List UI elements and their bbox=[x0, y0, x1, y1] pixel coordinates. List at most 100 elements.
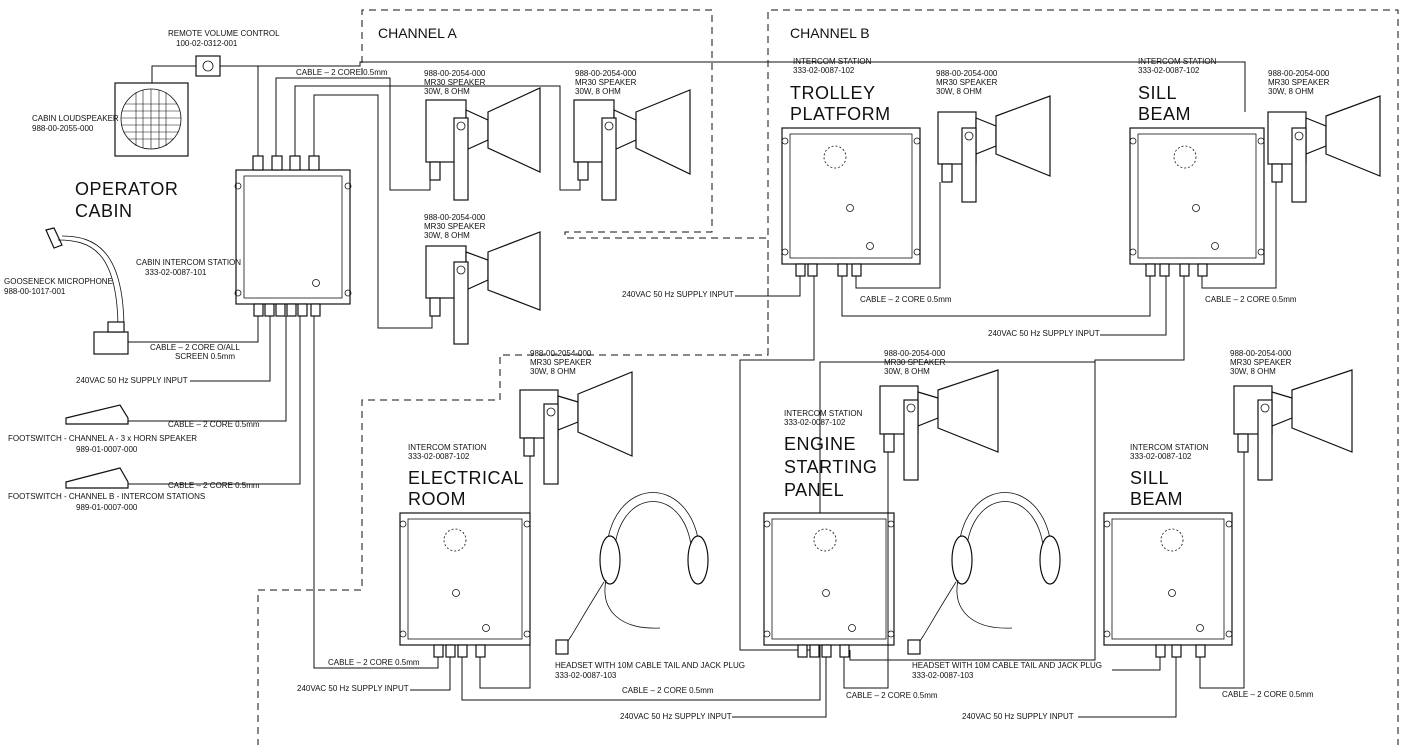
sill-bottom-intercom-station bbox=[1103, 512, 1233, 658]
footswitch-b-part: 989-01-0007-000 bbox=[76, 503, 138, 512]
horn-b2-model: MR30 SPEAKER bbox=[1268, 78, 1330, 87]
engine-station-label: INTERCOM STATION bbox=[784, 409, 863, 418]
trolley-cable: CABLE – 2 CORE 0.5mm bbox=[860, 295, 952, 304]
sill-top-station-label: INTERCOM STATION bbox=[1138, 57, 1217, 66]
cabin-supply-label: 240VAC 50 Hz SUPPLY INPUT bbox=[76, 376, 188, 385]
horn-e1-part: 988-00-2054-000 bbox=[1230, 349, 1292, 358]
horn-e1-model: MR30 SPEAKER bbox=[1230, 358, 1292, 367]
electrical-title-2: ROOM bbox=[408, 489, 466, 509]
horn-c1-rating: 30W, 8 OHM bbox=[530, 367, 576, 376]
footswitch-a-part: 989-01-0007-000 bbox=[76, 445, 138, 454]
horn-b2-part: 988-00-2054-000 bbox=[1268, 69, 1330, 78]
mic-cable-label-2: SCREEN 0.5mm bbox=[175, 352, 235, 361]
horn-d1-model: MR30 SPEAKER bbox=[884, 358, 946, 367]
horn-a1-part: 988-00-2054-000 bbox=[424, 69, 486, 78]
channel-a-title: CHANNEL A bbox=[378, 25, 458, 41]
footswitch-a-cable: CABLE – 2 CORE 0.5mm bbox=[168, 420, 260, 429]
cabin-intercom-part: 333-02-0087-101 bbox=[145, 268, 207, 277]
horn-a2-rating: 30W, 8 OHM bbox=[575, 87, 621, 96]
trolley-station-label: INTERCOM STATION bbox=[793, 57, 872, 66]
horn-b1-part: 988-00-2054-000 bbox=[936, 69, 998, 78]
horn-b1-model: MR30 SPEAKER bbox=[936, 78, 998, 87]
cabin-intercom-station bbox=[234, 155, 352, 317]
headset-1-cable: CABLE – 2 CORE 0.5mm bbox=[622, 686, 714, 695]
channel-b-title: CHANNEL B bbox=[790, 25, 870, 41]
trolley-intercom-station bbox=[781, 127, 921, 277]
channel-b-boundary bbox=[767, 9, 1399, 745]
sill-top-intercom-station bbox=[1129, 127, 1265, 277]
sill-bottom-station-label: INTERCOM STATION bbox=[1130, 443, 1209, 452]
remote-volume-control bbox=[195, 55, 221, 77]
horn-c1-part: 988-00-2054-000 bbox=[530, 349, 592, 358]
horn-b2-rating: 30W, 8 OHM bbox=[1268, 87, 1314, 96]
cabin-loudspeaker bbox=[114, 82, 189, 157]
footswitch-b-label: FOOTSWITCH - CHANNEL B - INTERCOM STATIO… bbox=[8, 492, 205, 501]
sill-bottom-cable: CABLE – 2 CORE 0.5mm bbox=[1222, 690, 1314, 699]
trolley-title-1: TROLLEY bbox=[790, 83, 876, 103]
channel-a-cable-label: CABLE – 2 CORE 0.5mm bbox=[296, 68, 388, 77]
electrical-cable: CABLE – 2 CORE 0.5mm bbox=[328, 658, 420, 667]
trolley-title-2: PLATFORM bbox=[790, 104, 891, 124]
sill-top-cable: CABLE – 2 CORE 0.5mm bbox=[1205, 295, 1297, 304]
horn-d1-rating: 30W, 8 OHM bbox=[884, 367, 930, 376]
horn-speaker-a1 bbox=[425, 87, 541, 201]
sill-top-station-part: 333-02-0087-102 bbox=[1138, 66, 1200, 75]
channel-a-boundary bbox=[257, 9, 769, 745]
engine-title-2: STARTING bbox=[784, 457, 877, 477]
sill-top-supply: 240VAC 50 Hz SUPPLY INPUT bbox=[988, 329, 1100, 338]
horn-a2-part: 988-00-2054-000 bbox=[575, 69, 637, 78]
horn-e1-rating: 30W, 8 OHM bbox=[1230, 367, 1276, 376]
operator-cabin-label-1: OPERATOR bbox=[75, 179, 178, 199]
horn-speaker-e1 bbox=[1233, 369, 1353, 481]
horn-a1-rating: 30W, 8 OHM bbox=[424, 87, 470, 96]
horn-b1-rating: 30W, 8 OHM bbox=[936, 87, 982, 96]
footswitch-b bbox=[65, 467, 129, 489]
headset-1-label: HEADSET WITH 10M CABLE TAIL AND JACK PLU… bbox=[555, 661, 745, 670]
horn-speaker-b1 bbox=[937, 95, 1051, 203]
engine-station-part: 333-02-0087-102 bbox=[784, 418, 846, 427]
trolley-supply: 240VAC 50 Hz SUPPLY INPUT bbox=[622, 290, 734, 299]
remote-volume-label: REMOTE VOLUME CONTROL bbox=[168, 29, 280, 38]
sill-bottom-title-2: BEAM bbox=[1130, 489, 1183, 509]
engine-intercom-station bbox=[763, 512, 895, 658]
footswitch-b-cable: CABLE – 2 CORE 0.5mm bbox=[168, 481, 260, 490]
horn-speaker-a3 bbox=[425, 231, 541, 345]
headset-2-part: 333-02-0087-103 bbox=[912, 671, 974, 680]
footswitch-a-label: FOOTSWITCH - CHANNEL A - 3 x HORN SPEAKE… bbox=[8, 434, 197, 443]
cabin-loudspeaker-part: 988-00-2055-000 bbox=[32, 124, 94, 133]
electrical-supply: 240VAC 50 Hz SUPPLY INPUT bbox=[297, 684, 409, 693]
horn-a2-model: MR30 SPEAKER bbox=[575, 78, 637, 87]
sill-bottom-title-1: SILL bbox=[1130, 468, 1169, 488]
engine-cable: CABLE – 2 CORE 0.5mm bbox=[846, 691, 938, 700]
horn-speaker-d1 bbox=[879, 369, 999, 481]
horn-a3-model: MR30 SPEAKER bbox=[424, 222, 486, 231]
sill-top-title-2: BEAM bbox=[1138, 104, 1191, 124]
trolley-station-part: 333-02-0087-102 bbox=[793, 66, 855, 75]
gooseneck-label: GOOSENECK MICROPHONE bbox=[4, 277, 113, 286]
mic-cable-label-1: CABLE – 2 CORE O/ALL bbox=[150, 343, 240, 352]
remote-volume-part: 100-02-0312-001 bbox=[176, 39, 238, 48]
horn-a3-part: 988-00-2054-000 bbox=[424, 213, 486, 222]
engine-title-3: PANEL bbox=[784, 480, 844, 500]
sill-bottom-supply: 240VAC 50 Hz SUPPLY INPUT bbox=[962, 712, 1074, 721]
headset-1-part: 333-02-0087-103 bbox=[555, 671, 617, 680]
horn-speaker-c1 bbox=[519, 371, 633, 485]
operator-cabin-label-2: CABIN bbox=[75, 201, 133, 221]
headset-2-label: HEADSET WITH 10M CABLE TAIL AND JACK PLU… bbox=[912, 661, 1102, 670]
electrical-title-1: ELECTRICAL bbox=[408, 468, 524, 488]
electrical-station-part: 333-02-0087-102 bbox=[408, 452, 470, 461]
gooseneck-microphone bbox=[45, 227, 129, 355]
horn-a3-rating: 30W, 8 OHM bbox=[424, 231, 470, 240]
electrical-intercom-station bbox=[399, 512, 531, 658]
cabin-loudspeaker-label: CABIN LOUDSPEAKER bbox=[32, 114, 119, 123]
horn-d1-part: 988-00-2054-000 bbox=[884, 349, 946, 358]
horn-speaker-a2 bbox=[573, 89, 691, 201]
engine-title-1: ENGINE bbox=[784, 434, 856, 454]
horn-speaker-b2 bbox=[1267, 95, 1381, 203]
gooseneck-part: 988-00-1017-001 bbox=[4, 287, 66, 296]
headset-1 bbox=[555, 492, 709, 655]
headset-2 bbox=[907, 492, 1061, 655]
sill-top-title-1: SILL bbox=[1138, 83, 1177, 103]
